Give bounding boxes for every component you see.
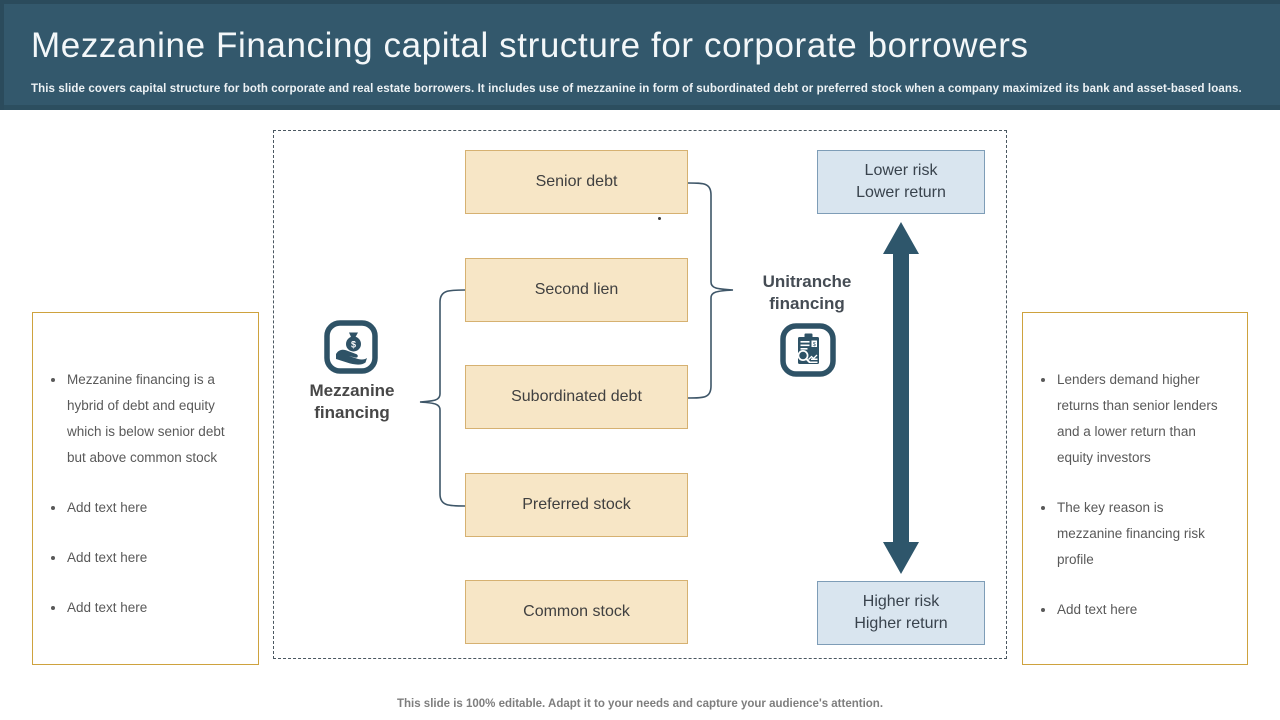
bullet-icon xyxy=(51,506,55,510)
bullet-text: Add text here xyxy=(67,600,148,615)
bullet-text: Add text here xyxy=(67,550,148,565)
list-item: Mezzanine financing is a hybrid of debt … xyxy=(45,367,240,471)
hand-holding-money-bag-icon: $ xyxy=(324,320,378,374)
right-bullet-list: Lenders demand higher returns than senio… xyxy=(1035,367,1229,623)
stray-dot xyxy=(658,217,661,220)
slide-title: Mezzanine Financing capital structure fo… xyxy=(31,26,1029,65)
stack-box-second-lien: Second lien xyxy=(465,258,688,322)
risk-double-arrow xyxy=(883,222,919,574)
stack-box-label: Second lien xyxy=(534,281,619,298)
left-bullet-list: Mezzanine financing is a hybrid of debt … xyxy=(45,367,240,621)
bullet-icon xyxy=(51,378,55,382)
svg-text:$: $ xyxy=(813,342,816,348)
slide-subtitle: This slide covers capital structure for … xyxy=(31,83,1242,95)
stack-box-senior-debt: Senior debt xyxy=(465,150,688,214)
bullet-text: Add text here xyxy=(1057,602,1138,617)
lower-risk-line1: Lower risk xyxy=(864,162,938,179)
bullet-icon xyxy=(51,606,55,610)
stack-box-label: Common stock xyxy=(523,603,630,620)
svg-text:$: $ xyxy=(351,340,356,350)
slide-footer-note: This slide is 100% editable. Adapt it to… xyxy=(396,698,884,710)
mezzanine-financing-label-line1: Mezzanine xyxy=(309,381,395,400)
higher-risk-box: Higher risk Higher return xyxy=(817,581,985,645)
bullet-icon xyxy=(1041,608,1045,612)
higher-risk-line1: Higher risk xyxy=(862,593,940,610)
list-item: Add text here xyxy=(1035,597,1229,623)
list-item: Lenders demand higher returns than senio… xyxy=(1035,367,1229,471)
right-text-panel: Lenders demand higher returns than senio… xyxy=(1022,312,1248,665)
bullet-text: Lenders demand higher returns than senio… xyxy=(1057,372,1218,465)
list-item: Add text here xyxy=(45,545,240,571)
stack-box-label: Senior debt xyxy=(535,173,618,190)
stack-box-subordinated-debt: Subordinated debt xyxy=(465,365,688,429)
stack-box-common-stock: Common stock xyxy=(465,580,688,644)
higher-risk-line2: Higher return xyxy=(854,615,948,632)
unitranche-financing-label: Unitranche financing xyxy=(732,271,882,315)
clipboard-magnifier-icon: $ xyxy=(780,323,836,377)
bullet-text: Add text here xyxy=(67,500,148,515)
unitranche-financing-label-line1: Unitranche xyxy=(762,272,852,291)
bullet-icon xyxy=(51,556,55,560)
mezzanine-financing-label-line2: financing xyxy=(314,403,390,422)
list-item: The key reason is mezzanine financing ri… xyxy=(1035,495,1229,573)
lower-risk-box: Lower risk Lower return xyxy=(817,150,985,214)
mezzanine-brace xyxy=(419,289,466,507)
lower-risk-line2: Lower return xyxy=(856,184,946,201)
bullet-icon xyxy=(1041,506,1045,510)
bullet-text: Mezzanine financing is a hybrid of debt … xyxy=(67,372,225,465)
stack-box-label: Preferred stock xyxy=(522,496,631,513)
left-text-panel: Mezzanine financing is a hybrid of debt … xyxy=(32,312,259,665)
stack-box-preferred-stock: Preferred stock xyxy=(465,473,688,537)
diagram-dashed-frame xyxy=(273,130,1007,659)
unitranche-brace xyxy=(687,182,734,399)
bullet-icon xyxy=(1041,378,1045,382)
unitranche-financing-label-line2: financing xyxy=(769,294,845,313)
stack-box-label: Subordinated debt xyxy=(511,388,642,405)
list-item: Add text here xyxy=(45,495,240,521)
list-item: Add text here xyxy=(45,595,240,621)
slide-header: Mezzanine Financing capital structure fo… xyxy=(0,0,1280,110)
mezzanine-financing-label: Mezzanine financing xyxy=(276,380,428,424)
bullet-text: The key reason is mezzanine financing ri… xyxy=(1057,500,1205,567)
